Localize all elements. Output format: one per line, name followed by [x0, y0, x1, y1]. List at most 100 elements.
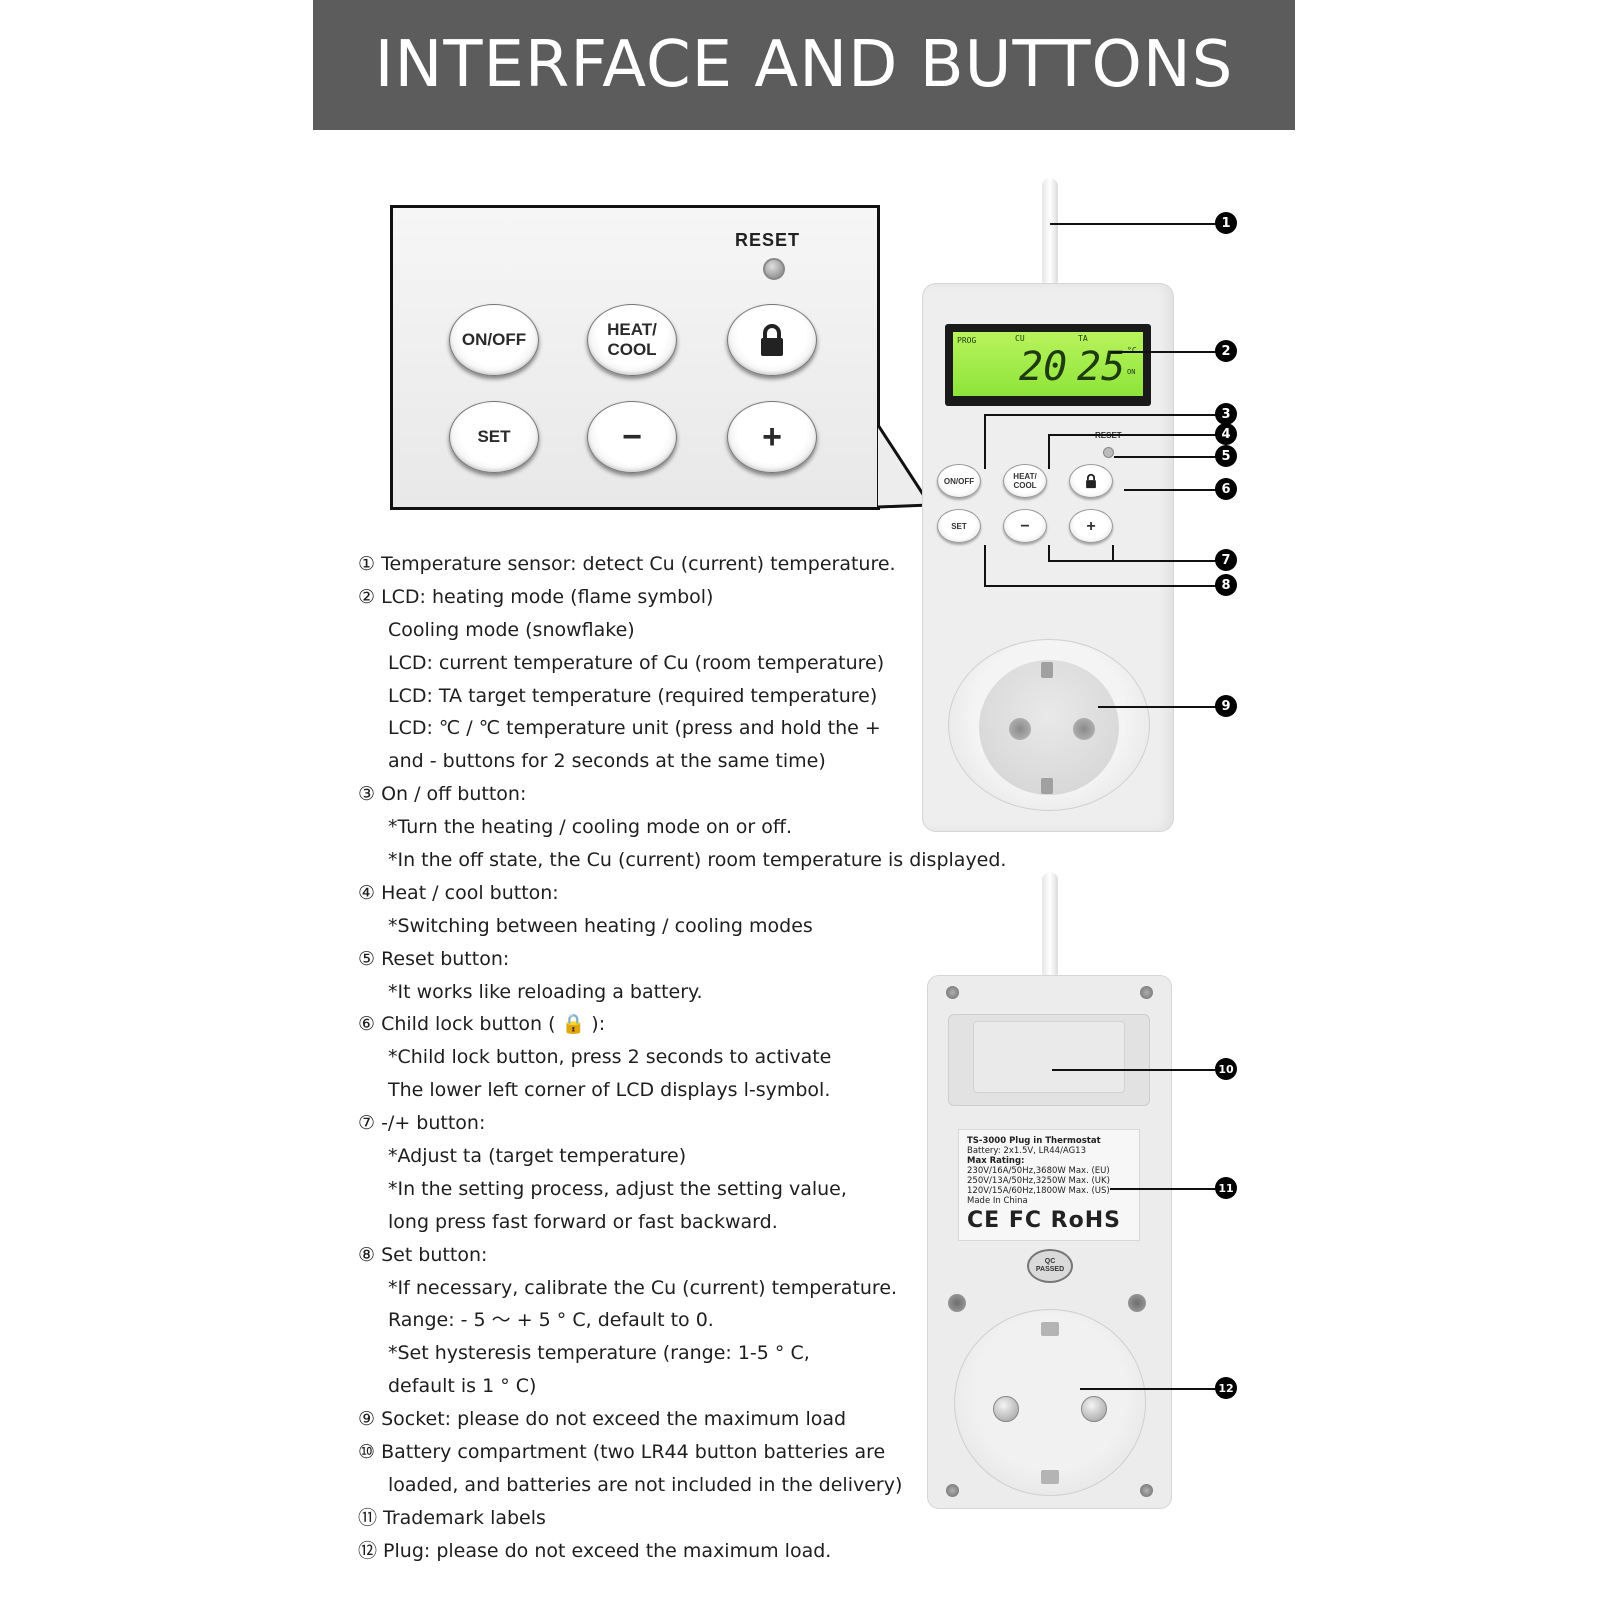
- lcd-cu-label: CU: [1015, 334, 1025, 343]
- callout-badge-10: 10: [1215, 1058, 1237, 1080]
- description-line: LCD: TA target temperature (required tem…: [388, 684, 878, 707]
- heat-cool-button[interactable]: HEAT/COOL: [587, 304, 677, 376]
- description-line: *Child lock button, press 2 seconds to a…: [388, 1046, 832, 1069]
- description-line: ⑤ Reset button:: [358, 947, 510, 970]
- lcd-prog: PROG: [957, 336, 977, 345]
- lcd-display: PROG CU TA 20 25 °C ON: [945, 324, 1151, 406]
- lock-icon: [1086, 473, 1096, 489]
- callout-line-8: [984, 585, 1220, 587]
- callout-badge-2: 2: [1215, 340, 1237, 362]
- description-line: ⑫ Plug: please do not exceed the maximum…: [358, 1539, 832, 1562]
- plus-button[interactable]: +: [727, 401, 817, 473]
- callout-line-8-v: [984, 545, 986, 585]
- callout-line-4-v: [1048, 434, 1050, 469]
- description-line: *In the setting process, adjust the sett…: [388, 1177, 847, 1200]
- socket-recess: [979, 660, 1119, 795]
- lcd-ta-label: TA: [1078, 334, 1088, 343]
- callout-line-3: [984, 414, 1220, 416]
- header-banner: INTERFACE AND BUTTONS: [313, 0, 1295, 130]
- socket: [948, 639, 1150, 811]
- lcd-screen: PROG CU TA 20 25 °C ON: [953, 332, 1143, 396]
- lock-icon: [761, 324, 783, 356]
- on-off-button[interactable]: ON/OFF: [449, 304, 539, 376]
- child-lock-button[interactable]: [727, 304, 817, 376]
- plug: [954, 1309, 1146, 1496]
- description-line: *It works like reloading a battery.: [388, 980, 703, 1003]
- callout-badge-5: 5: [1215, 445, 1237, 467]
- description-list: ① Temperature sensor: detect Cu (current…: [358, 548, 1008, 1568]
- set-button[interactable]: SET: [449, 401, 539, 473]
- device-plus-button[interactable]: +: [1069, 509, 1113, 543]
- device-heat-cool-button[interactable]: HEAT/COOL: [1003, 464, 1047, 498]
- device-child-lock-button[interactable]: [1069, 464, 1113, 498]
- trademark-label: TS-3000 Plug in Thermostat Battery: 2x1.…: [958, 1129, 1140, 1241]
- description-line: ① Temperature sensor: detect Cu (current…: [358, 553, 896, 575]
- device-set-button[interactable]: SET: [937, 509, 981, 543]
- callout-line-12: [1080, 1388, 1220, 1390]
- description-line: long press fast forward or fast backward…: [388, 1210, 778, 1233]
- screw: [1140, 986, 1153, 999]
- description-line: *Switching between heating / cooling mod…: [388, 914, 813, 937]
- callout-line-7: [1048, 560, 1220, 562]
- mount-hole: [1128, 1294, 1146, 1312]
- callout-badge-12: 12: [1215, 1377, 1237, 1399]
- socket-hole-right: [1073, 718, 1095, 740]
- thermostat-front: PROG CU TA 20 25 °C ON RESET ON/OFF HEAT…: [922, 283, 1174, 832]
- socket-ground-bottom: [1041, 778, 1053, 794]
- callout-line-4: [1048, 434, 1220, 436]
- plug-pin-right: [1081, 1396, 1107, 1422]
- description-line: Cooling mode (snowflake): [388, 618, 635, 641]
- screw: [946, 986, 959, 999]
- description-line: ⑨ Socket: please do not exceed the maxim…: [358, 1408, 847, 1431]
- reset-button[interactable]: [763, 258, 785, 280]
- callout-line-7-v2: [1112, 545, 1114, 560]
- socket-hole-left: [1009, 718, 1031, 740]
- minus-button[interactable]: −: [587, 401, 677, 473]
- screw: [946, 1484, 959, 1497]
- description-line: and - buttons for 2 seconds at the same …: [388, 750, 826, 773]
- description-line: ⑥ Child lock button ( 🔒 ):: [358, 1013, 606, 1036]
- battery-compartment: [948, 1014, 1150, 1106]
- mount-hole: [948, 1294, 966, 1312]
- lcd-unit: °C: [1127, 346, 1137, 355]
- description-line: ④ Heat / cool button:: [358, 881, 559, 904]
- description-line: *In the off state, the Cu (current) room…: [388, 849, 1007, 872]
- description-line: ⑩ Battery compartment (two LR44 button b…: [358, 1441, 886, 1464]
- plug-ground-top: [1041, 1322, 1059, 1336]
- device-on-off-button[interactable]: ON/OFF: [937, 464, 981, 498]
- callout-badge-8: 8: [1215, 574, 1237, 596]
- callout-badge-3: 3: [1215, 403, 1237, 425]
- description-line: loaded, and batteries are not included i…: [388, 1473, 903, 1496]
- callout-badge-4: 4: [1215, 423, 1237, 445]
- temperature-sensor-antenna: [1042, 178, 1058, 288]
- back-antenna: [1042, 872, 1058, 980]
- callout-line-10: [1052, 1069, 1220, 1071]
- socket-ground-top: [1041, 662, 1053, 678]
- page-title: INTERFACE AND BUTTONS: [374, 28, 1234, 102]
- callout-badge-11: 11: [1215, 1177, 1237, 1199]
- callout-line-11: [1110, 1188, 1220, 1190]
- reset-label: RESET: [735, 230, 801, 250]
- button-panel-zoom: RESET ON/OFF HEAT/COOL SET − +: [390, 205, 880, 510]
- screw: [1140, 1484, 1153, 1497]
- callout-line-1: [1050, 223, 1220, 225]
- description-line: Range: - 5 ～ + 5 ° C, default to 0.: [388, 1309, 714, 1332]
- callout-line-7-v1: [1048, 545, 1050, 560]
- callout-line-3-v: [984, 414, 986, 469]
- callout-line-2: [1110, 351, 1220, 353]
- certification-marks: CE FC RoHS: [967, 1208, 1121, 1233]
- description-line: LCD: current temperature of Cu (room tem…: [388, 651, 885, 674]
- lcd-on: ON: [1127, 368, 1136, 376]
- device-reset-button[interactable]: [1103, 447, 1114, 458]
- callout-badge-7: 7: [1215, 549, 1237, 571]
- plug-ground-bottom: [1041, 1470, 1059, 1484]
- battery-cover: [973, 1021, 1125, 1093]
- callout-badge-9: 9: [1215, 695, 1237, 717]
- callout-line-9: [1098, 706, 1220, 708]
- description-line: *Turn the heating / cooling mode on or o…: [388, 816, 792, 839]
- description-line: ⑧ Set button:: [358, 1243, 488, 1266]
- description-line: ⑪ Trademark labels: [358, 1506, 546, 1529]
- device-minus-button[interactable]: −: [1003, 509, 1047, 543]
- description-line: default is 1 ° C): [388, 1375, 537, 1398]
